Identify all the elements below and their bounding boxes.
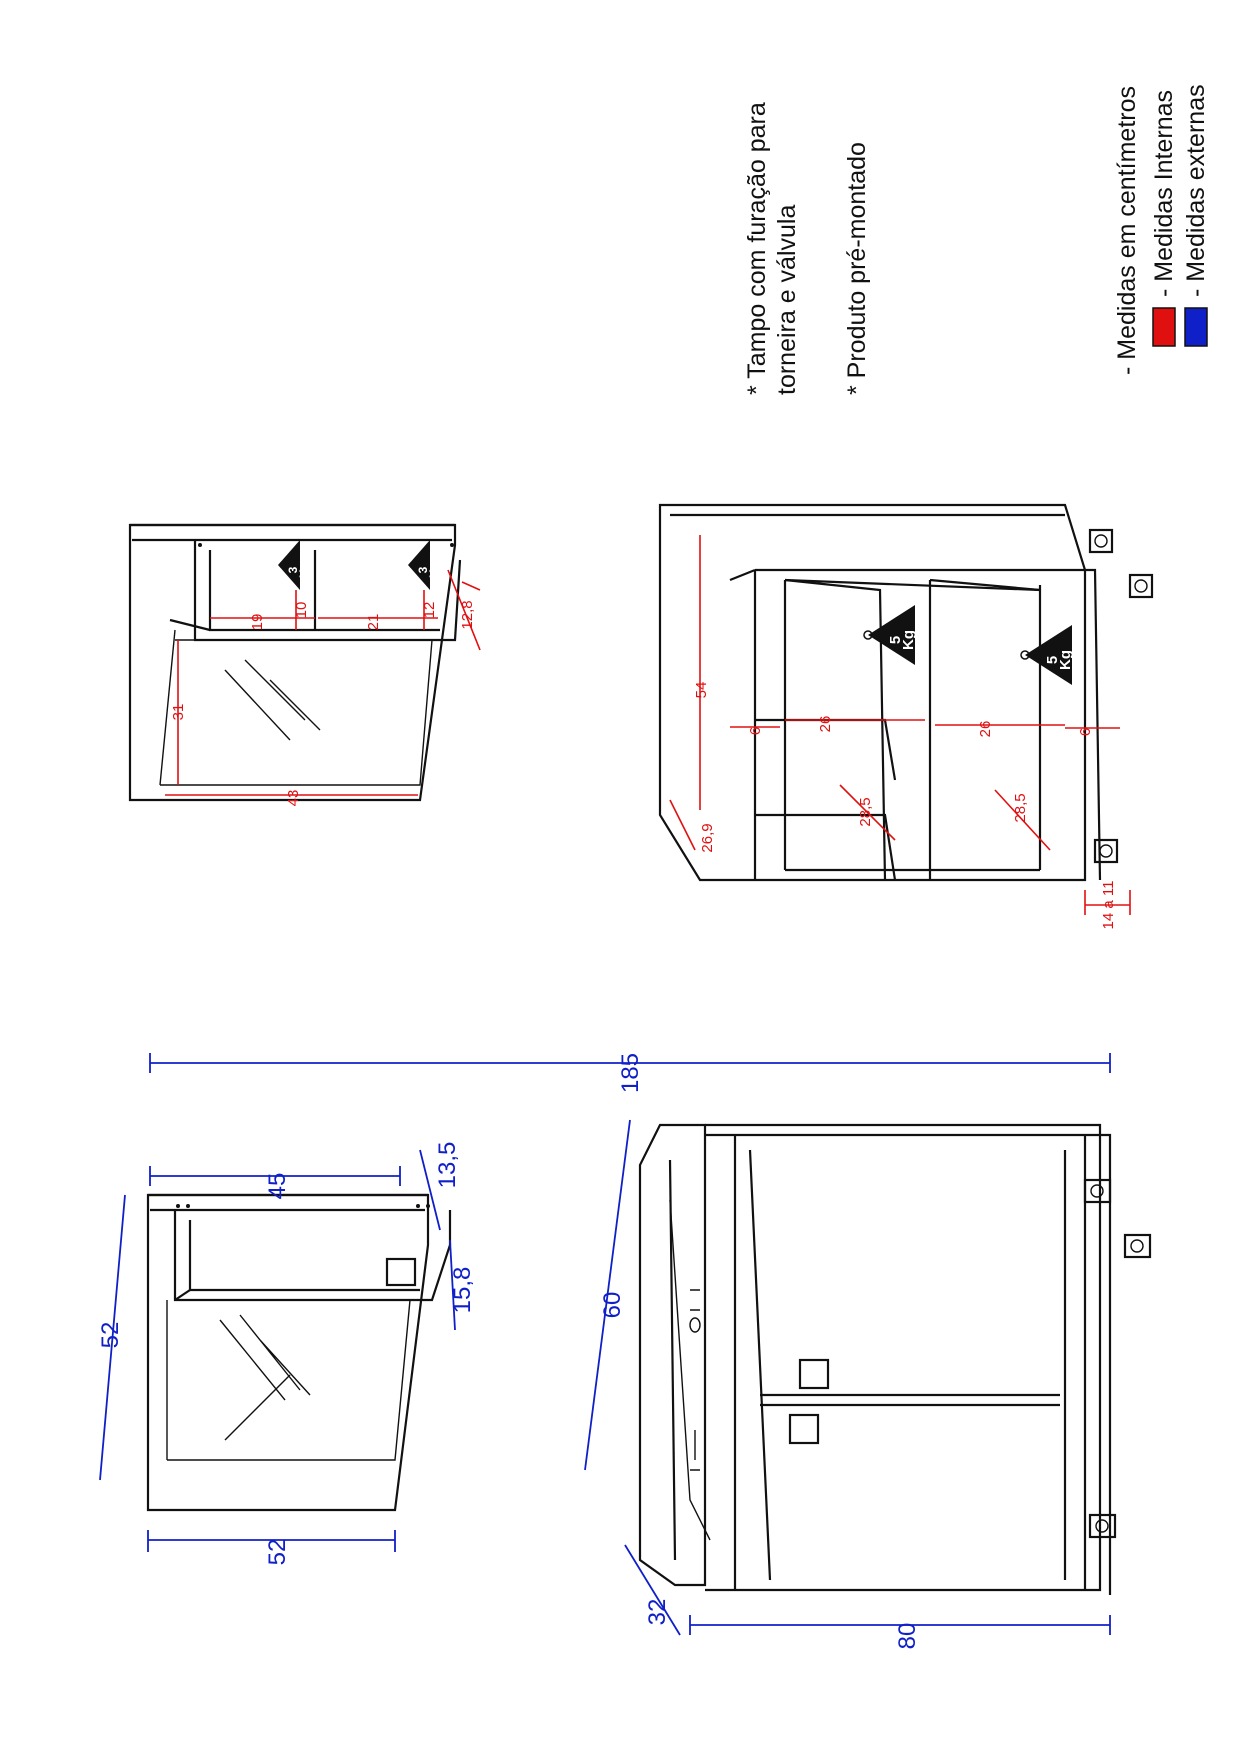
note-pre-montado: * Produto pré-montado xyxy=(843,142,871,395)
dim-shelf-right: 28,5 xyxy=(1012,793,1029,822)
mirror-cabinet-internal-dimensions: 31 43 19 21 10 12 12,8 xyxy=(165,569,481,807)
dim-inner-top-length: 54 xyxy=(693,682,710,699)
dim-total-height: 185 xyxy=(617,1053,644,1093)
note-tampo-line1: * Tampo com furação para xyxy=(743,102,771,395)
dim-niche-depth: 12,8 xyxy=(459,600,476,629)
mirror-cabinet-internal-view xyxy=(128,523,462,802)
weight-icon-base-left: 5 Kg xyxy=(863,605,917,665)
weight-base-right-value: 5 xyxy=(1044,656,1061,664)
base-cabinet-internal-dimensions: 54 26,9 6 26 26 6 28,5 28,5 14 a 11 xyxy=(669,535,1131,930)
weight-left-value: 3 xyxy=(286,566,300,573)
dim-mirror-height: 52 xyxy=(97,1322,124,1349)
dim-mirror-width: 52 xyxy=(264,1539,291,1566)
weight-icon-left: 3 Kg xyxy=(278,540,311,590)
weight-icon-base-right: 5 Kg xyxy=(1020,625,1074,685)
dim-mirror-inner-width: 43 xyxy=(285,790,302,807)
dim-top-depth: 60 xyxy=(599,1292,626,1319)
dim-mirror-inner-height: 31 xyxy=(170,704,187,721)
dim-gap-right: 6 xyxy=(1077,728,1094,736)
dim-feet-range: 14 a 11 xyxy=(1100,881,1117,930)
dim-shelf-offset: 13,5 xyxy=(434,1142,461,1189)
dim-compartment-left: 26 xyxy=(817,716,834,733)
legend-external-label: - Medidas externas xyxy=(1182,84,1210,297)
weight-base-left-unit: Kg xyxy=(900,630,917,650)
weight-right-unit: Kg xyxy=(427,562,441,578)
base-cabinet-external-view xyxy=(638,1123,1152,1595)
mirror-cabinet-external-view xyxy=(146,1193,452,1512)
dim-shelf-left: 28,5 xyxy=(857,797,874,826)
legend-external-swatch xyxy=(1184,307,1208,347)
note-tampo-line2: torneira e válvula xyxy=(773,205,801,395)
dim-gap-left: 6 xyxy=(747,727,764,735)
legend-title: - Medidas em centímetros xyxy=(1113,86,1141,375)
dim-compartment-right: 26 xyxy=(977,721,994,738)
dim-niche-right: 21 xyxy=(365,614,382,631)
base-cabinet-internal-view xyxy=(658,503,1154,882)
legend-internal-swatch xyxy=(1152,307,1176,347)
weight-icon-right: 3 Kg xyxy=(408,540,441,590)
notes: * Tampo com furação para torneira e válv… xyxy=(743,102,871,395)
dim-top-offset: 32 xyxy=(644,1599,671,1626)
dim-niche-left: 19 xyxy=(249,614,266,631)
legend: - Medidas em centímetros - Medidas Inter… xyxy=(1113,84,1210,375)
dim-inner-top-depth: 26,9 xyxy=(699,823,716,852)
legend-internal-label: - Medidas Internas xyxy=(1150,90,1178,297)
weight-left-unit: Kg xyxy=(297,562,311,578)
dim-niche-height-left: 10 xyxy=(293,602,310,619)
base-cabinet-external-dimensions: 185 60 32 80 xyxy=(149,1053,1111,1650)
weight-base-right-unit: Kg xyxy=(1057,650,1074,670)
dim-width: 80 xyxy=(894,1623,921,1650)
weight-right-value: 3 xyxy=(416,566,430,573)
mirror-cabinet-external-dimensions: 52 52 45 13,5 15,8 xyxy=(97,1142,476,1566)
foot-icons xyxy=(1083,1178,1152,1539)
weight-base-left-value: 5 xyxy=(887,636,904,644)
dim-shelf-depth: 15,8 xyxy=(449,1267,476,1314)
dim-shelf-width: 45 xyxy=(264,1173,291,1200)
dim-niche-height-right: 12 xyxy=(421,602,438,619)
